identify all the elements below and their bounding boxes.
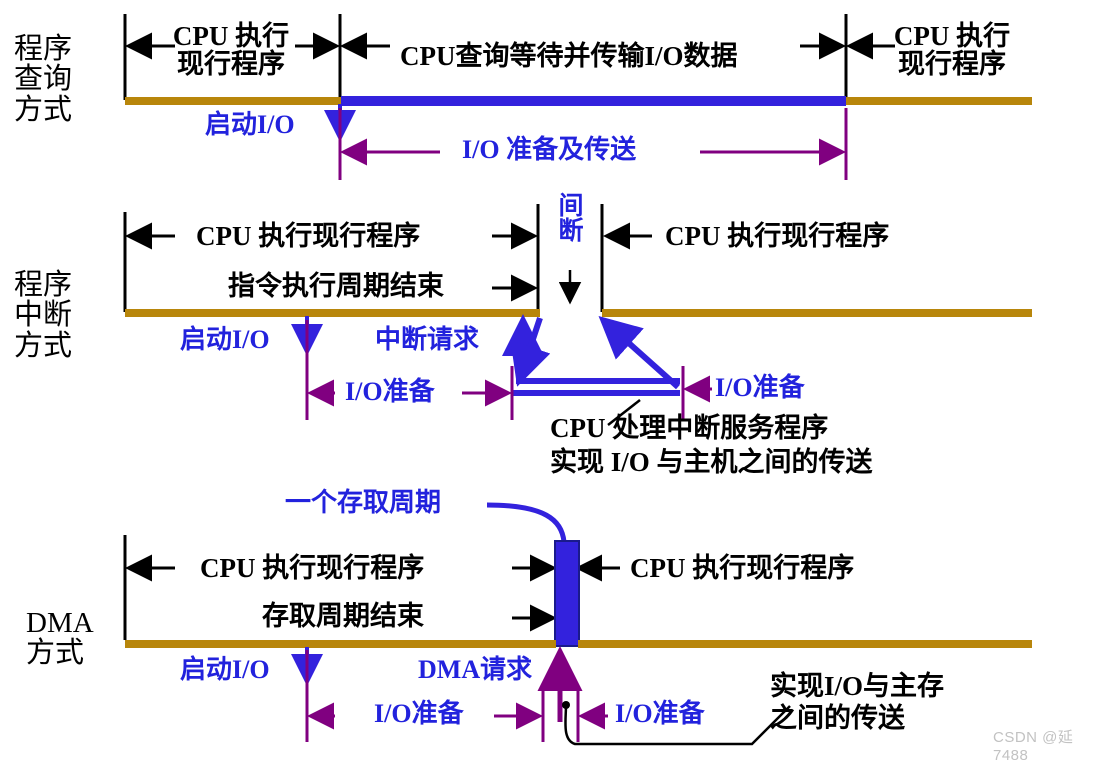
interrupt-segment2-text: CPU 执行现行程序 (665, 221, 890, 251)
dma-segment1-line1: CPU 执行现行程序 (200, 553, 425, 583)
row-label-interrupt: 程序 中断 方式 (14, 269, 73, 362)
interrupt-irq-label: 中断请求 (375, 325, 480, 354)
bar-d-cpu1 (125, 640, 556, 648)
interrupt-segment1-line2: 指令执行周期结束 (228, 271, 444, 301)
dma-request-label: DMA请求 (418, 655, 533, 684)
row-label-interrupt-line3: 方式 (14, 329, 73, 362)
bar-q-cpu2 (846, 97, 1032, 105)
interrupt-note-line1: CPU 处理中断服务程序 (550, 413, 829, 443)
dma-note-line1: 实现I/O与主存 (770, 671, 945, 701)
row-label-query: 程序 查询 方式 (14, 33, 73, 126)
dma-measure-right-label: I/O准备 (615, 699, 705, 728)
query-segment1-text: CPU 执行 现行程序 (156, 22, 306, 79)
interrupt-segment1-line1: CPU 执行现行程序 (196, 221, 421, 251)
row-label-query-line2: 查询 (14, 63, 73, 96)
row-label-query-line1: 程序 (14, 33, 73, 65)
dma-segment2-text: CPU 执行现行程序 (630, 553, 855, 583)
row-label-dma-line2: 方式 (26, 637, 85, 670)
row-interrupt-vector (123, 204, 1032, 426)
line-i-return-diag (598, 316, 680, 390)
query-start-io-label: 启动I/O (205, 110, 295, 139)
leader-d-note (564, 704, 791, 746)
interrupt-measure-left-label: I/O准备 (345, 377, 435, 406)
bar-q-cpu1 (125, 97, 341, 105)
query-segment1-line1: CPU 执行 (172, 21, 290, 51)
dma-measure-left-label: I/O准备 (374, 699, 464, 728)
dma-note-line2: 之间的传送 (770, 703, 905, 734)
row-query-vector (123, 14, 1032, 180)
leader-i-note (607, 399, 641, 426)
dma-note: 实现I/O与主存 之间的传送 (770, 672, 944, 733)
bar-i-cpu2 (602, 309, 1032, 317)
row-label-interrupt-line1: 程序 (14, 269, 73, 301)
row-label-interrupt-line2: 中断 (14, 299, 73, 332)
bar-q-io (341, 96, 846, 106)
dma-cycle-label: 一个存取周期 (285, 488, 442, 517)
query-segment3-line2: 现行程序 (898, 49, 1006, 80)
query-segment1-line2: 现行程序 (177, 49, 285, 80)
query-measure-label: I/O 准备及传送 (462, 135, 637, 164)
line-i-down-left-diag (510, 317, 551, 387)
interrupt-note: CPU 处理中断服务程序 实现 I/O 与主机之间的传送 (550, 414, 873, 477)
interrupt-break-label: 间断 (555, 192, 582, 242)
interrupt-note-line2: 实现 I/O 与主机之间的传送 (550, 447, 873, 478)
row-label-dma: DMA 方式 (26, 608, 94, 669)
bar-d-cpu2 (578, 640, 1032, 648)
block-d-access-cycle (554, 540, 580, 647)
query-segment3-line1: CPU 执行 (893, 21, 1011, 51)
query-segment3-text: CPU 执行 现行程序 (872, 22, 1032, 79)
row-label-dma-line1: DMA (26, 607, 94, 639)
interrupt-measure-right-label: I/O准备 (715, 373, 805, 402)
curve-d-cycle-pointer (486, 502, 567, 543)
watermark: CSDN @延7488 (993, 729, 1074, 764)
dma-segment1-line2: 存取周期结束 (262, 601, 424, 631)
dma-start-io-label: 启动I/O (180, 655, 270, 684)
interrupt-start-io-label: 启动I/O (180, 325, 270, 354)
bar-i-cpu1 (125, 309, 540, 317)
leader-d-note-dot (562, 701, 570, 709)
row-label-query-line3: 方式 (14, 93, 73, 126)
query-segment2-text: CPU查询等待并传输I/O数据 (400, 41, 738, 71)
row-dma-vector (123, 502, 1032, 746)
